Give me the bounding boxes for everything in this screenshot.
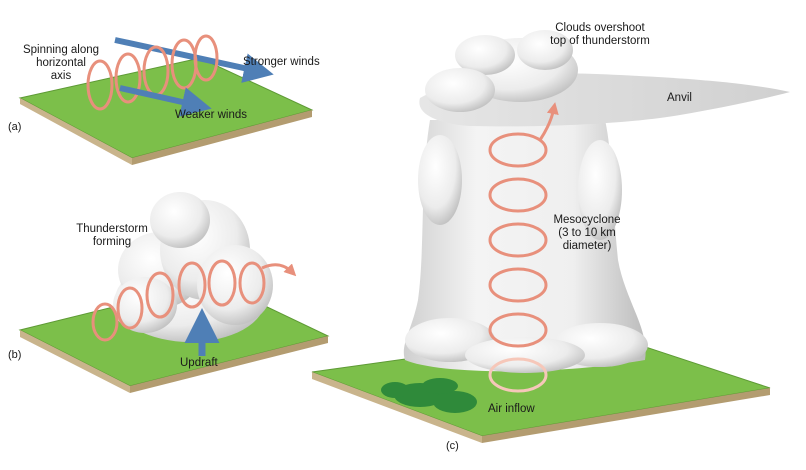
panel-a	[18, 34, 314, 165]
air-inflow-label: Air inflow	[488, 403, 535, 415]
spiral-b	[91, 259, 297, 342]
stronger-winds-label: Stronger winds	[243, 56, 320, 68]
overshoot-label: Clouds overshoot top of thunderstorm	[530, 22, 670, 48]
spinning-label: Spinning along horizontal axis	[12, 44, 110, 83]
mesocyclone-spiral	[488, 102, 559, 393]
stronger-winds-arrow	[114, 37, 274, 83]
mesocyclone-label-line-2: (3 to 10 km	[558, 227, 616, 239]
thunderstorm-forming-line-1: Thunderstorm	[76, 223, 148, 235]
anvil-label: Anvil	[667, 92, 692, 104]
forest-patch	[381, 378, 477, 413]
panel-b	[18, 192, 330, 393]
panel-c	[311, 30, 790, 443]
weaker-winds-label: Weaker winds	[175, 109, 248, 121]
overshoot-label-line-1: Clouds overshoot	[555, 22, 645, 34]
spinning-label-line-2: horizontal	[36, 57, 86, 69]
overshooting-top	[425, 30, 578, 112]
weaker-winds-arrow	[119, 85, 212, 117]
forming-cloud	[113, 192, 273, 342]
updraft-label: Updraft	[180, 357, 218, 369]
mesocyclone-label-line-3: diameter)	[562, 240, 612, 252]
mesocyclone-label-line-1: Mesocyclone	[553, 214, 621, 226]
mesocyclone-label: Mesocyclone (3 to 10 km diameter)	[547, 214, 627, 253]
ground-plate-a	[18, 57, 314, 165]
panel-c-letter: (c)	[446, 440, 459, 452]
thunderstorm-forming-label: Thunderstorm forming	[62, 223, 162, 249]
panel-a-letter: (a)	[8, 121, 22, 133]
spinning-label-line-1: Spinning along	[22, 44, 100, 56]
spinning-label-line-3: axis	[50, 70, 72, 82]
horizontal-spiral-a	[86, 34, 219, 111]
panel-b-letter: (b)	[8, 349, 22, 361]
thunderstorm-forming-line-2: forming	[92, 236, 132, 248]
overshoot-label-line-2: top of thunderstorm	[550, 35, 650, 47]
